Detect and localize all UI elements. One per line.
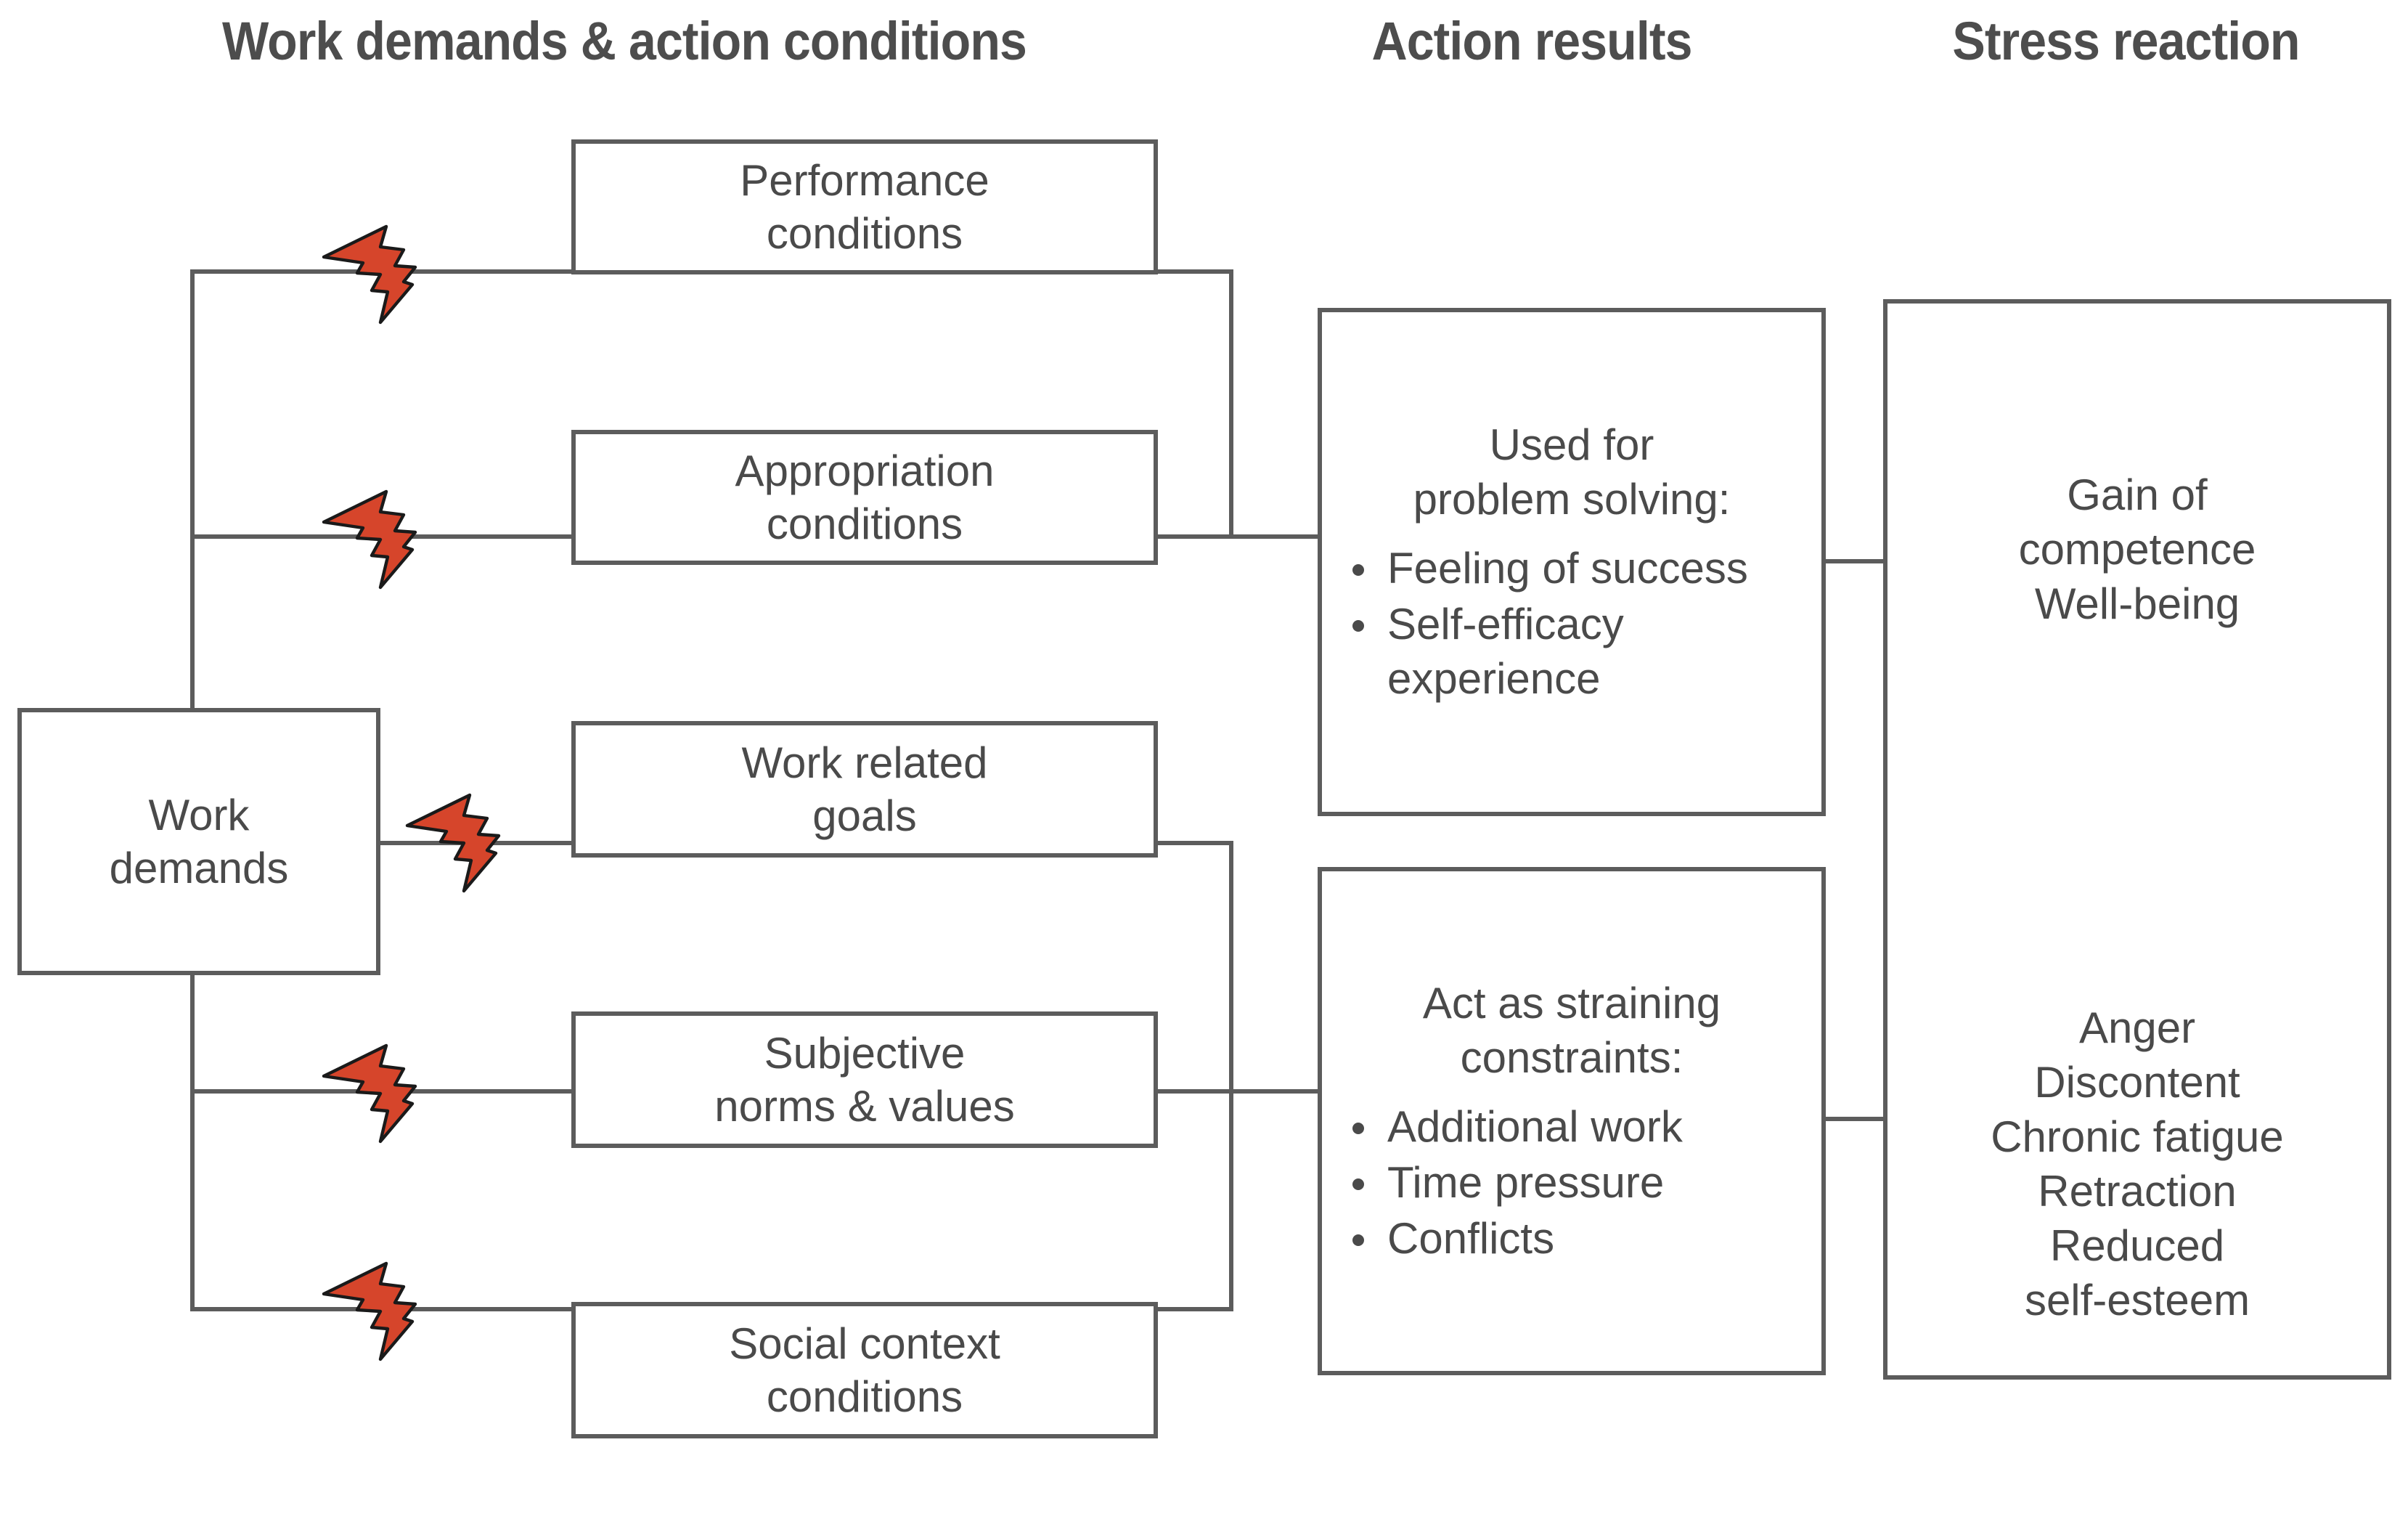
- lightning-bolt-icon: [319, 1037, 465, 1146]
- box-work-demands[interactable]: Work demands: [17, 708, 380, 975]
- box-performance-conditions[interactable]: Performance conditions: [571, 139, 1158, 274]
- connector-social-out: [1154, 1307, 1233, 1311]
- lightning-bolt-icon: [319, 483, 465, 592]
- box-work-related-goals[interactable]: Work related goals: [571, 721, 1158, 858]
- column-header-stress-reaction: Stress reaction: [1952, 11, 2300, 71]
- box-performance-conditions-label: Performance conditions: [740, 155, 989, 258]
- column-header-work-demands: Work demands & action conditions: [222, 11, 1027, 71]
- connector-appropriation-out: [1154, 534, 1233, 539]
- box-appropriation-conditions-label: Appropriation conditions: [735, 446, 995, 548]
- connector-mid-trunk-lower: [1229, 841, 1233, 1311]
- action-results-negative-list: Additional work Time pressure Conflicts: [1341, 1098, 1803, 1267]
- list-item: Additional work: [1341, 1099, 1803, 1154]
- box-social-context-conditions[interactable]: Social context conditions: [571, 1302, 1158, 1438]
- connector-performance-out: [1154, 269, 1233, 274]
- box-stress-reaction[interactable]: Gain of competence Well-being Anger Disc…: [1883, 299, 2391, 1380]
- connector-mid-to-positive-results: [1229, 534, 1322, 539]
- box-action-results-positive[interactable]: Used for problem solving: Feeling of suc…: [1318, 308, 1826, 816]
- box-work-related-goals-label: Work related goals: [741, 738, 988, 840]
- box-work-demands-label: Work demands: [109, 790, 289, 892]
- connector-goals-out: [1154, 841, 1233, 845]
- list-item: Feeling of success: [1341, 541, 1803, 595]
- action-results-positive-lead: Used for problem solving:: [1413, 420, 1731, 524]
- action-results-positive-list: Feeling of success Self-efficacy experie…: [1341, 540, 1803, 707]
- box-appropriation-conditions[interactable]: Appropriation conditions: [571, 430, 1158, 565]
- connector-mid-to-negative-results: [1229, 1089, 1322, 1094]
- column-header-action-results: Action results: [1371, 11, 1692, 71]
- stress-reaction-positive-text: Gain of competence Well-being: [2018, 471, 2256, 628]
- list-item: Conflicts: [1341, 1211, 1803, 1266]
- action-results-negative-lead: Act as straining constraints:: [1422, 978, 1721, 1082]
- stress-reaction-negative-text: Anger Discontent Chronic fatigue Retract…: [1991, 1003, 2284, 1324]
- lightning-bolt-icon: [403, 786, 548, 895]
- box-subjective-norms-values[interactable]: Subjective norms & values: [571, 1011, 1158, 1148]
- box-action-results-negative[interactable]: Act as straining constraints: Additional…: [1318, 867, 1826, 1375]
- lightning-bolt-icon: [319, 1255, 465, 1364]
- connector-norms-out: [1154, 1089, 1233, 1094]
- list-item: Time pressure: [1341, 1155, 1803, 1210]
- connector-positive-results-to-stress: [1821, 559, 1887, 563]
- connector-negative-results-to-stress: [1821, 1117, 1887, 1121]
- lightning-bolt-icon: [319, 218, 465, 327]
- list-item: Self-efficacy experience: [1341, 597, 1803, 706]
- box-social-context-conditions-label: Social context conditions: [729, 1319, 1000, 1421]
- box-subjective-norms-values-label: Subjective norms & values: [714, 1028, 1015, 1131]
- connector-mid-trunk-upper: [1229, 269, 1233, 539]
